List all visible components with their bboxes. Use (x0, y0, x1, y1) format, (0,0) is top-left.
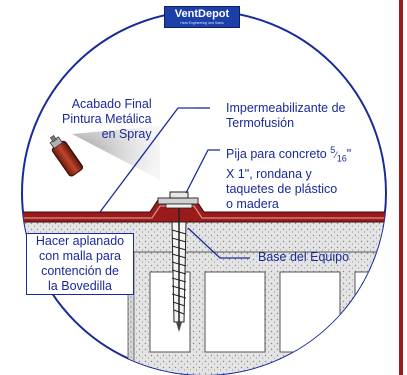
finish-label-line: Acabado Final (71, 97, 152, 111)
side-bar (399, 0, 403, 375)
waterproof-membrane (22, 199, 386, 223)
plaster-label-line: contención de (41, 264, 119, 278)
leader-base (187, 227, 250, 259)
plaster-label-line: la Bovedilla (48, 279, 112, 293)
finish-label: Acabado Final Pintura Metálica en Spray (62, 97, 152, 142)
screw-tip (176, 322, 182, 332)
plaster-label-line: con malla para (39, 249, 121, 263)
spray-mist (72, 126, 160, 180)
waterproof-label: Impermeabilizante de Termofusión (226, 101, 346, 131)
finish-label-line: en Spray (101, 127, 152, 141)
waterproof-label-line: Termofusión (226, 116, 295, 130)
brand-logo: VentDepot Heat Engineering and Sales (164, 6, 240, 28)
screw-head (169, 191, 189, 199)
block-cell (204, 271, 266, 353)
screw-label-line: taquetes de plástico (226, 181, 338, 196)
screw-label: Pija para concreto 5⁄16" X 1", rondana y… (226, 143, 351, 212)
block-cell (279, 271, 341, 353)
screw-label-line: Pija para concreto 5⁄16" (226, 145, 352, 164)
screw-thread (171, 229, 187, 315)
finish-label-line: Pintura Metálica (62, 112, 152, 126)
leader-screw (185, 149, 220, 194)
brand-logo-text: VentDepot (174, 8, 230, 20)
fraction-numerator: 5 (330, 145, 336, 155)
base-label: Base del Equipo (258, 250, 350, 264)
washer (165, 203, 193, 209)
screw-label-line: X 1", rondana y (226, 166, 312, 181)
spray-can-icon (49, 134, 84, 177)
base-plate (157, 197, 199, 205)
brand-tagline: Heat Engineering and Sales (180, 21, 224, 25)
waterproof-label-line: Impermeabilizante de (226, 101, 346, 115)
fraction-denominator: 16 (336, 153, 347, 164)
leader-waterproof (99, 107, 196, 213)
plaster-label: Hacer aplanado con malla para contención… (26, 233, 134, 295)
plaster-label-line: Hacer aplanado (35, 234, 125, 248)
screw-label-line: o madera (226, 196, 279, 211)
